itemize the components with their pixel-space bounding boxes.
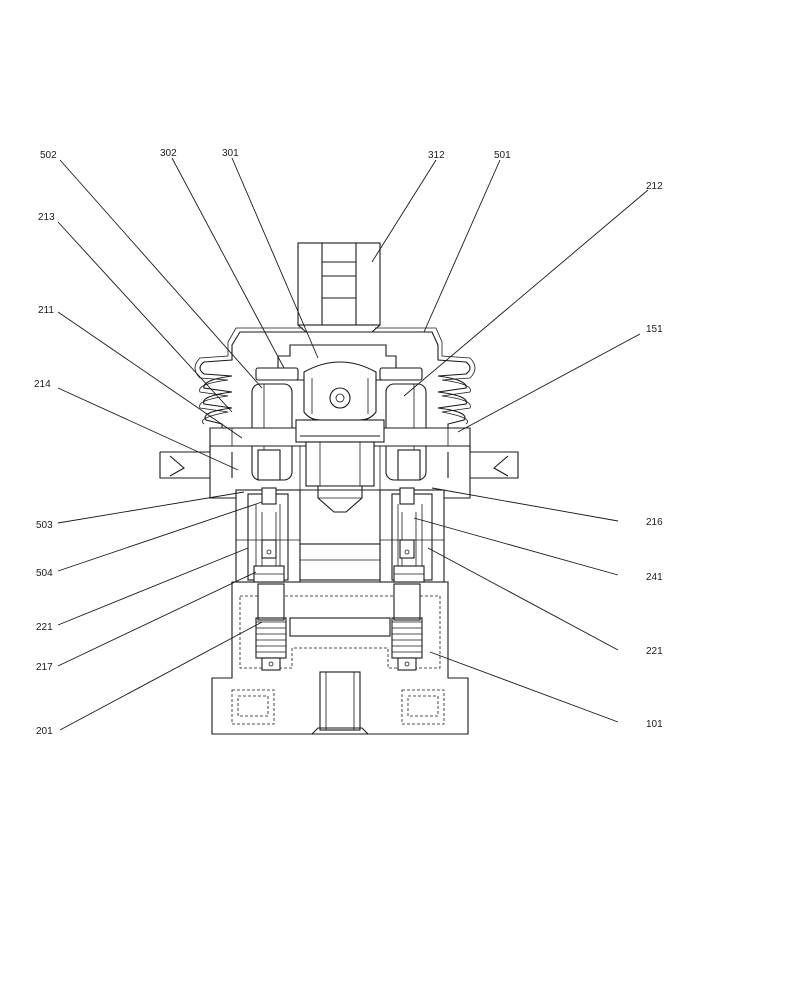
label-101: 101 bbox=[646, 719, 663, 730]
label-216: 216 bbox=[646, 517, 663, 528]
handle-shaft bbox=[297, 242, 381, 333]
label-214: 214 bbox=[34, 379, 51, 390]
leader-lines bbox=[57, 157, 649, 731]
label-312: 312 bbox=[428, 150, 445, 161]
casing-lower bbox=[211, 581, 469, 735]
label-504: 504 bbox=[36, 568, 53, 579]
top-plate bbox=[209, 419, 471, 513]
label-221-left: 221 bbox=[36, 622, 53, 633]
center-block bbox=[289, 543, 391, 637]
label-502: 502 bbox=[40, 150, 57, 161]
label-221-right: 221 bbox=[646, 646, 663, 657]
right-spool bbox=[379, 487, 445, 583]
label-503: 503 bbox=[36, 520, 53, 531]
label-501: 501 bbox=[494, 150, 511, 161]
label-241: 241 bbox=[646, 572, 663, 583]
label-151: 151 bbox=[646, 324, 663, 335]
rubber-boot bbox=[194, 327, 476, 430]
springs bbox=[255, 583, 423, 671]
cam-plate bbox=[255, 344, 423, 421]
label-213: 213 bbox=[38, 212, 55, 223]
label-201: 201 bbox=[36, 726, 53, 737]
label-302: 302 bbox=[160, 148, 177, 159]
left-spool bbox=[235, 487, 301, 583]
casing-upper bbox=[159, 446, 519, 499]
part-labels: 502 302 301 312 501 212 213 211 214 151 … bbox=[34, 148, 663, 737]
label-301: 301 bbox=[222, 148, 239, 159]
label-217: 217 bbox=[36, 662, 53, 673]
label-211: 211 bbox=[38, 305, 54, 316]
label-212: 212 bbox=[646, 181, 663, 192]
